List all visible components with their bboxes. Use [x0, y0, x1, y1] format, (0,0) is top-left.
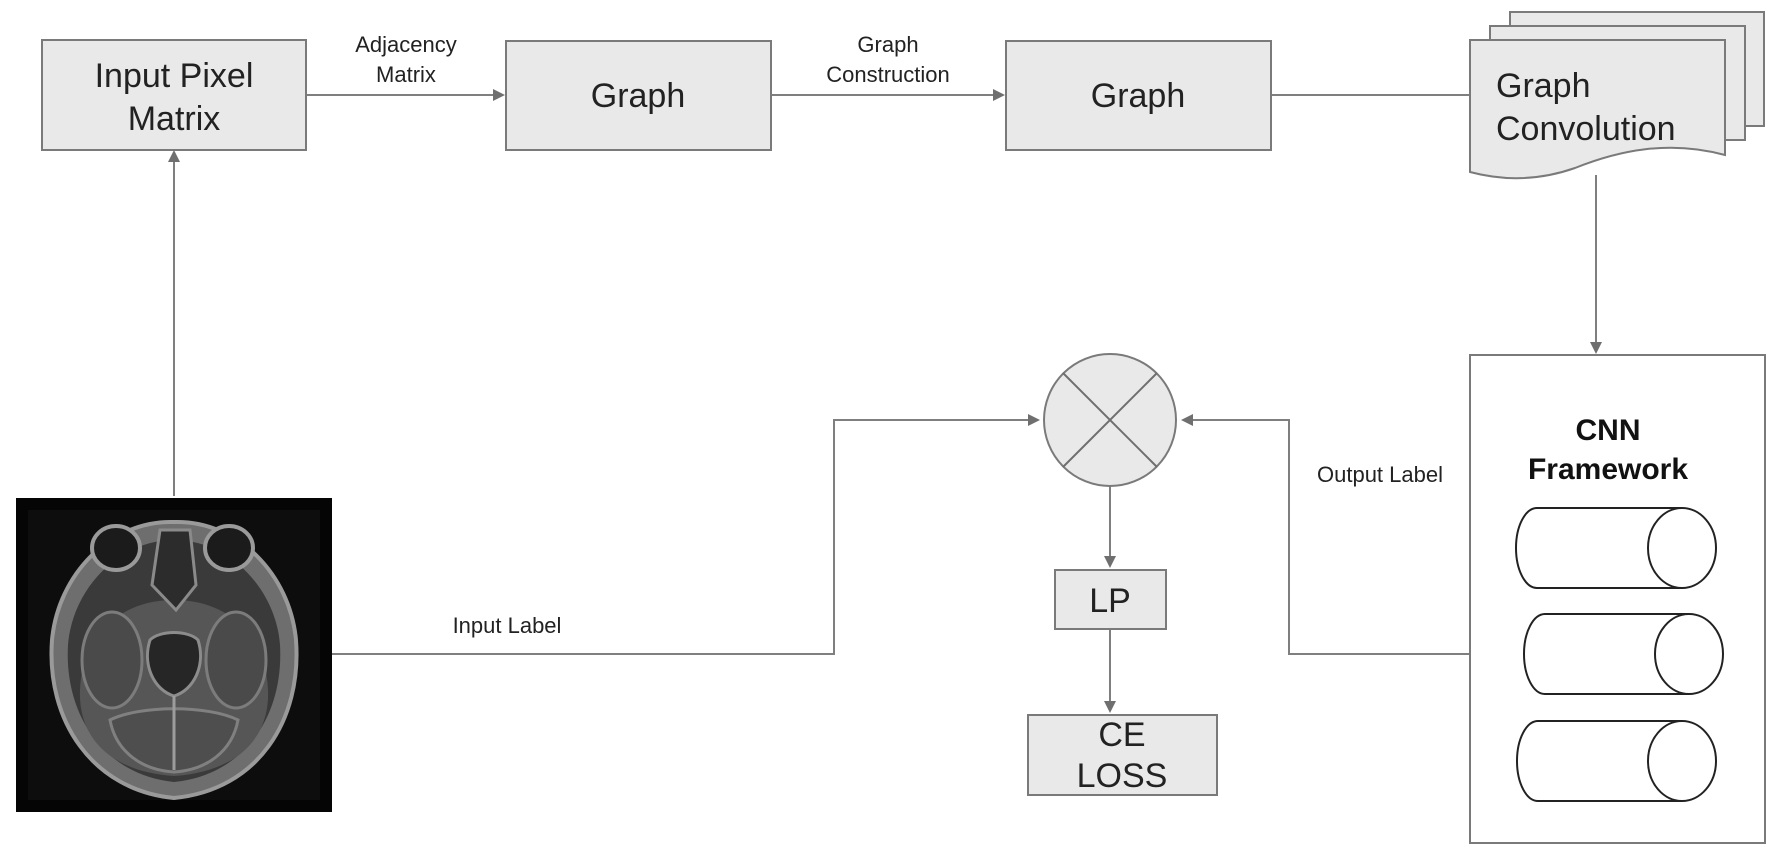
- cnn-framework-box: CNN Framework: [1469, 354, 1766, 844]
- graph-convolution-line-2: Convolution: [1496, 110, 1676, 148]
- adjacency-matrix-label-line-2: Matrix: [376, 62, 436, 87]
- input-label-text: Input Label: [453, 613, 562, 638]
- brain-mri-image: [16, 498, 332, 812]
- multiply-node-icon: [1043, 353, 1177, 487]
- graph-convolution-stack: Graph Convolution: [1469, 11, 1765, 180]
- cylinder-layer-2: [1523, 613, 1724, 695]
- cylinder-layer-3: [1516, 720, 1717, 802]
- input-pixel-matrix-line-2: Matrix: [128, 100, 221, 138]
- cnn-framework-line-2: Framework: [1528, 453, 1688, 486]
- arrow-output-label: [1181, 414, 1470, 655]
- graph-construction-label-line-2: Construction: [826, 62, 950, 87]
- graph-convolution-line-1: Graph: [1496, 67, 1591, 105]
- adjacency-matrix-label-line-1: Adjacency: [355, 32, 457, 57]
- output-label-text: Output Label: [1317, 462, 1443, 487]
- ce-loss-box: CE LOSS: [1027, 714, 1218, 796]
- lp-box: LP: [1054, 569, 1167, 630]
- graph-construction-label-line-1: Graph: [857, 32, 918, 57]
- lp-label: LP: [1089, 582, 1131, 620]
- graph-box-2: Graph: [1005, 40, 1272, 151]
- cnn-framework-line-1: CNN: [1576, 414, 1641, 447]
- graph-box-1: Graph: [505, 40, 772, 151]
- input-pixel-matrix-line-1: Input Pixel: [95, 57, 254, 95]
- input-pixel-matrix-box: Input Pixel Matrix: [41, 39, 307, 151]
- graph-2-label: Graph: [1091, 77, 1186, 115]
- ce-loss-line-1: CE: [1098, 716, 1145, 754]
- graph-1-label: Graph: [591, 77, 686, 115]
- arrow-input-label: [332, 414, 1040, 655]
- cylinder-layer-1: [1515, 507, 1717, 589]
- ce-loss-line-2: LOSS: [1077, 757, 1168, 795]
